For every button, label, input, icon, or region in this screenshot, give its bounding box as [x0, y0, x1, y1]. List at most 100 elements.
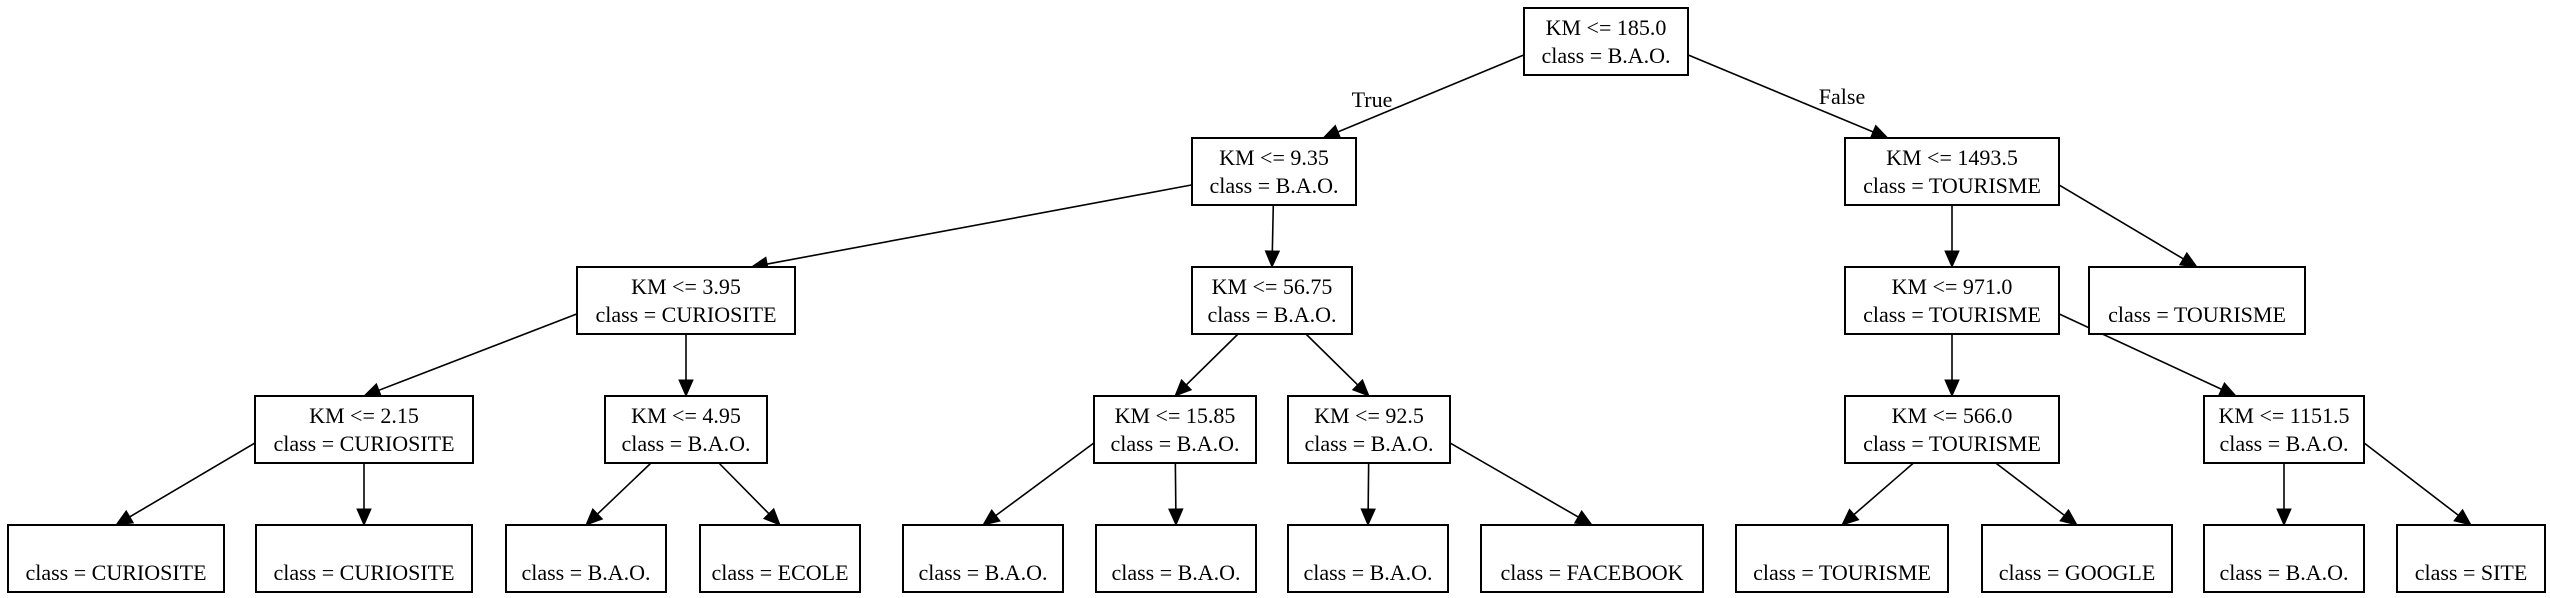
node-box — [576, 266, 796, 335]
arrowhead-icon — [1841, 508, 1860, 526]
tree-edge — [2058, 184, 2199, 268]
node-class: class = B.A.O. — [2219, 560, 2348, 585]
node-box — [699, 524, 861, 593]
tree-edge — [114, 442, 256, 526]
arrowhead-icon — [2453, 508, 2472, 526]
node-condition: KM <= 4.95 — [631, 403, 741, 428]
arrowhead-icon — [1168, 508, 1184, 527]
tree-node-n24: class = SITE — [2396, 524, 2546, 593]
node-box — [1735, 524, 1949, 593]
tree-node-n3: KM <= 3.95 class = CURIOSITE — [576, 266, 796, 335]
edge-line — [597, 462, 652, 515]
node-class: class = B.A.O. — [2219, 431, 2348, 456]
node-condition: KM <= 971.0 — [1892, 274, 2013, 299]
edge-line — [2058, 184, 2184, 260]
edge-line — [378, 313, 578, 391]
node-condition: KM <= 15.85 — [1115, 403, 1236, 428]
arrowhead-icon — [1322, 124, 1342, 139]
edge-line — [766, 184, 1193, 265]
arrowhead-icon — [762, 507, 781, 526]
tree-edge — [981, 442, 1095, 526]
node-box — [1191, 137, 1357, 206]
node-box — [1480, 524, 1704, 593]
edge-line — [718, 462, 770, 515]
node-box — [2396, 524, 2546, 593]
arrowhead-icon — [2217, 382, 2238, 397]
node-class: class = FACEBOOK — [1500, 560, 1683, 585]
node-condition: KM <= 566.0 — [1892, 403, 2013, 428]
arrowhead-icon — [1573, 510, 1594, 526]
edge-line — [1185, 333, 1239, 386]
arrowhead-icon — [356, 508, 372, 527]
node-box — [1287, 395, 1451, 464]
arrowhead-icon — [114, 509, 135, 526]
tree-node-n6: class = TOURISME — [2088, 266, 2306, 335]
node-box — [1844, 266, 2060, 335]
node-class: class = TOURISME — [1863, 173, 2041, 198]
node-class: class = TOURISME — [2108, 302, 2286, 327]
node-class: class = B.A.O. — [918, 560, 1047, 585]
node-box — [2088, 266, 2306, 335]
node-condition: KM <= 185.0 — [1546, 15, 1667, 40]
tree-edge: False — [1687, 54, 1889, 139]
node-class: class = CURIOSITE — [595, 302, 776, 327]
node-box — [505, 524, 667, 593]
arrowhead-icon — [585, 507, 604, 526]
edge-line — [1449, 442, 1579, 518]
tree-node-n20: class = FACEBOOK — [1480, 524, 1704, 593]
tree-edge — [678, 334, 694, 398]
edge-line — [1995, 462, 2065, 516]
tree-node-n11: KM <= 566.0 class = TOURISME — [1844, 395, 2060, 464]
node-class: class = CURIOSITE — [273, 431, 454, 456]
tree-edge — [356, 463, 372, 527]
node-box — [2203, 395, 2365, 464]
node-box — [7, 524, 225, 593]
tree-node-n17: class = B.A.O. — [902, 524, 1064, 593]
node-condition: KM <= 1493.5 — [1886, 145, 2018, 170]
tree-edge — [585, 462, 652, 526]
tree-node-n22: class = GOOGLE — [1981, 524, 2173, 593]
tree-node-n18: class = B.A.O. — [1095, 524, 1257, 593]
tree-node-n13: class = CURIOSITE — [7, 524, 225, 593]
tree-edge — [1360, 462, 1376, 527]
tree-edge — [1944, 334, 1960, 398]
arrowhead-icon — [1944, 250, 1960, 269]
node-box — [1981, 524, 2173, 593]
node-class: class = TOURISME — [1753, 560, 1931, 585]
nodes-layer: KM <= 185.0 class = B.A.O. KM <= 9.35class… — [7, 7, 2546, 593]
node-class: class = TOURISME — [1863, 431, 2041, 456]
node-box — [1287, 524, 1449, 593]
tree-node-n16: class = ECOLE — [699, 524, 861, 593]
edge-line — [1305, 333, 1359, 386]
tree-edge — [1944, 205, 1960, 269]
node-box — [1093, 395, 1257, 464]
node-condition: KM <= 3.95 — [631, 274, 741, 299]
tree-edge — [1995, 462, 2078, 526]
edge-label: False — [1819, 84, 1865, 109]
node-class: class = B.A.O. — [1541, 43, 1670, 68]
arrowhead-icon — [1264, 250, 1281, 269]
node-box — [902, 524, 1064, 593]
node-box — [2203, 524, 2365, 593]
tree-edge — [750, 184, 1193, 272]
arrowhead-icon — [981, 508, 1001, 526]
node-box — [254, 395, 474, 464]
arrowhead-icon — [1944, 379, 1960, 398]
node-class: class = B.A.O. — [1111, 560, 1240, 585]
edge-line — [1271, 204, 1275, 252]
tree-edge — [2363, 442, 2472, 526]
node-condition: KM <= 56.75 — [1212, 274, 1333, 299]
arrowhead-icon — [2059, 508, 2078, 526]
tree-node-n23: class = B.A.O. — [2203, 524, 2365, 593]
tree-node-n0: KM <= 185.0 class = B.A.O. — [1523, 7, 1689, 76]
node-class: class = B.A.O. — [1207, 302, 1336, 327]
tree-edge — [718, 462, 781, 526]
tree-edge — [1305, 333, 1370, 397]
tree-node-n4: KM <= 56.75 class = B.A.O. — [1191, 266, 1353, 335]
